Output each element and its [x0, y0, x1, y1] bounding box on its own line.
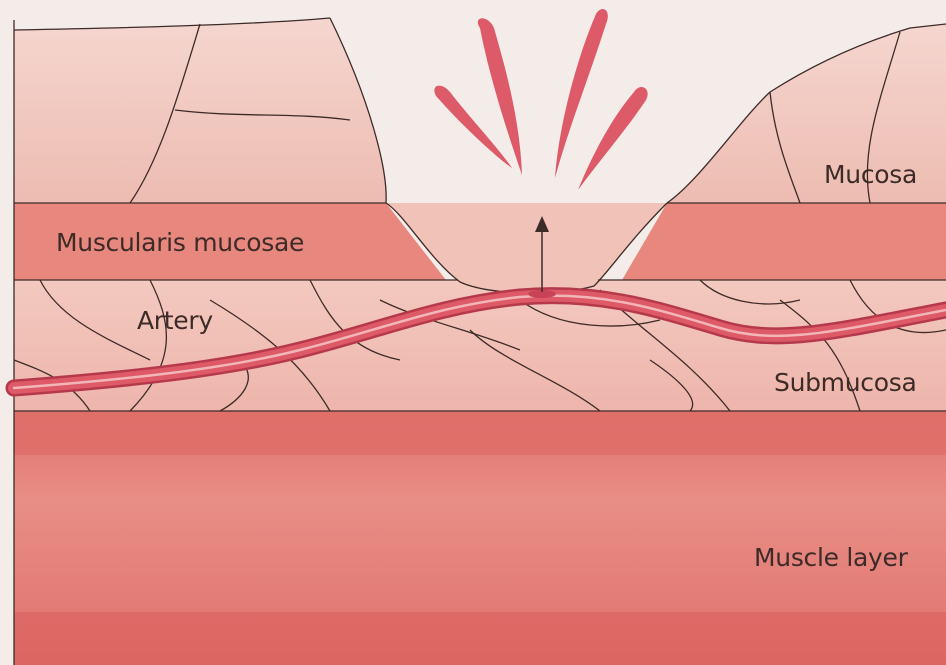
muscle-layer-label: Muscle layer: [754, 543, 908, 572]
submucosa-label: Submucosa: [774, 368, 916, 397]
muscle-layer-top-band: [14, 411, 946, 455]
muscle-layer-bottom-band: [14, 612, 946, 665]
mucosa-label: Mucosa: [824, 160, 917, 189]
mucosa-left: [14, 18, 386, 203]
artery-label: Artery: [137, 306, 213, 335]
muscularis-mucosae-label: Muscularis mucosae: [56, 228, 304, 257]
